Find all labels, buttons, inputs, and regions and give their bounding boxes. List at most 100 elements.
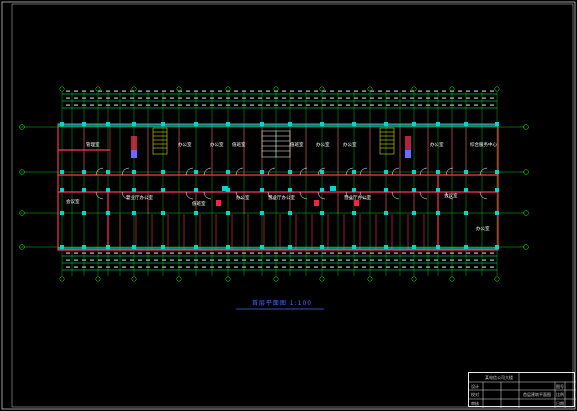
room-label-lower: 营业厅办公室 (126, 194, 153, 201)
title-block: 某电信公司大楼 首层建筑平面图 设计 校对 审核 图号 比例 日期 (468, 372, 576, 408)
dimension-value (234, 97, 238, 99)
dimension-value (442, 252, 446, 254)
axis-bubble-bottom (59, 276, 65, 282)
dimension-value (66, 266, 70, 268)
dimension-value (90, 259, 94, 261)
room-label-upper: 办公室 (178, 141, 192, 148)
dimension-value (338, 104, 342, 106)
dimension-value (370, 97, 374, 99)
door-swing (203, 167, 212, 176)
dimension-value (394, 90, 398, 92)
dimension-value (298, 259, 302, 261)
dimension-value (186, 90, 190, 92)
dimension-value (458, 90, 462, 92)
dimension-value (202, 90, 206, 92)
dimension-value (402, 266, 406, 268)
dimension-value (314, 90, 318, 92)
dimension-value (490, 259, 494, 261)
dimension-value (298, 266, 302, 268)
dimension-value (362, 90, 366, 92)
dimension-value (138, 97, 142, 99)
partition-walls (83, 124, 467, 250)
column (352, 188, 356, 192)
dimension-value (290, 104, 294, 106)
dimension-value (418, 252, 422, 254)
room-label-upper: 综合服务中心 (470, 141, 497, 148)
dimension-value (130, 252, 134, 254)
dimension-value (482, 97, 486, 99)
dimension-value (354, 259, 358, 261)
dimension-value (106, 90, 110, 92)
dimension-value (170, 266, 174, 268)
dimension-value (130, 97, 134, 99)
top-dimensions (62, 93, 497, 109)
door-swing (317, 191, 326, 200)
dimension-value (170, 259, 174, 261)
dimension-value (266, 97, 270, 99)
room-label-upper: 办公室 (343, 141, 357, 148)
axis-bubble-top (95, 86, 101, 92)
dimension-value (418, 97, 422, 99)
door-swing (235, 167, 244, 176)
dimension-value (346, 259, 350, 261)
dimension-value (98, 266, 102, 268)
dimension-value (122, 104, 126, 106)
door-swing (391, 191, 400, 200)
dimension-value (386, 266, 390, 268)
dimension-value (474, 104, 478, 106)
dimension-value (66, 90, 70, 92)
dimension-value (186, 266, 190, 268)
title-block-field-3: 日期 (556, 401, 564, 406)
door-swing (479, 167, 488, 176)
room-label-upper: 管理室 (86, 141, 100, 148)
axis-bubble-bottom (95, 276, 101, 282)
dimension-value (186, 259, 190, 261)
dimension-value (434, 259, 438, 261)
dimension-value (434, 97, 438, 99)
dimension-value (234, 104, 238, 106)
dimension-value (218, 97, 222, 99)
axis-bubble-top (176, 86, 182, 92)
dimension-value (194, 90, 198, 92)
dimension-value (162, 266, 166, 268)
dimension-value (258, 259, 262, 261)
dimension-value (434, 104, 438, 106)
column (320, 188, 324, 192)
top-dimension-text (66, 90, 494, 106)
dimension-value (154, 259, 158, 261)
dimension-value (98, 90, 102, 92)
dimension-value (90, 266, 94, 268)
dimension-value (74, 252, 78, 254)
room-label-lower: 会议室 (444, 192, 458, 199)
dimension-value (378, 259, 382, 261)
dimension-value (458, 97, 462, 99)
dimension-value (490, 252, 494, 254)
dimension-value (402, 252, 406, 254)
column (132, 188, 136, 192)
dimension-value (458, 252, 462, 254)
dimension-value (306, 266, 310, 268)
dimension-value (282, 252, 286, 254)
dimension-value (170, 252, 174, 254)
dimension-value (442, 97, 446, 99)
dimension-value (178, 259, 182, 261)
title-block-field-1: 图号 (556, 384, 564, 389)
dimension-value (370, 259, 374, 261)
room-label-lower: 会议室 (66, 198, 80, 205)
dimension-value (346, 266, 350, 268)
dimension-value (394, 252, 398, 254)
door-swing (419, 167, 428, 176)
dimension-value (306, 259, 310, 261)
dimension-value (330, 90, 334, 92)
dimension-value (370, 266, 374, 268)
dimension-value (282, 104, 286, 106)
axis-bubble-bottom (494, 276, 500, 282)
dimension-value (234, 266, 238, 268)
dimension-value (154, 90, 158, 92)
dimension-value (234, 259, 238, 261)
dimension-value (322, 104, 326, 106)
dimension-value (410, 259, 414, 261)
dimension-value (162, 90, 166, 92)
dimension-value (130, 259, 134, 261)
dimension-value (154, 104, 158, 106)
